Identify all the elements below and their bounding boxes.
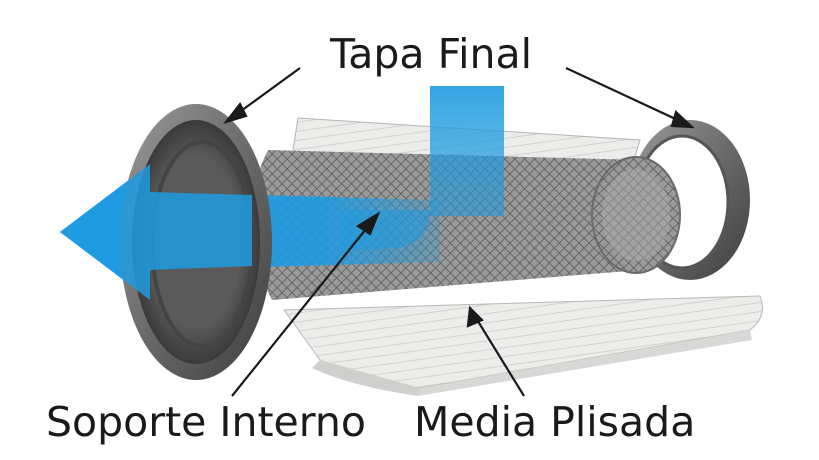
leader-pleated-media-arrowhead	[466, 305, 484, 328]
label-pleated-media: Media Plisada	[414, 398, 696, 446]
leader-left-cap	[233, 67, 301, 117]
leader-lines	[223, 67, 695, 397]
leader-inner-support-arrowhead	[355, 211, 381, 236]
label-inner-support: Soporte Interno	[46, 398, 366, 446]
leader-left-cap-arrowhead	[223, 101, 248, 125]
leader-right-cap-arrowhead	[670, 109, 695, 129]
pleated-media-sheet	[283, 295, 763, 396]
leader-right-cap	[565, 67, 683, 123]
leader-pleated-media	[475, 317, 525, 397]
leader-inner-support	[231, 223, 371, 397]
label-end-cap: Tapa Final	[330, 30, 533, 78]
flow-arrow-head	[60, 164, 252, 300]
